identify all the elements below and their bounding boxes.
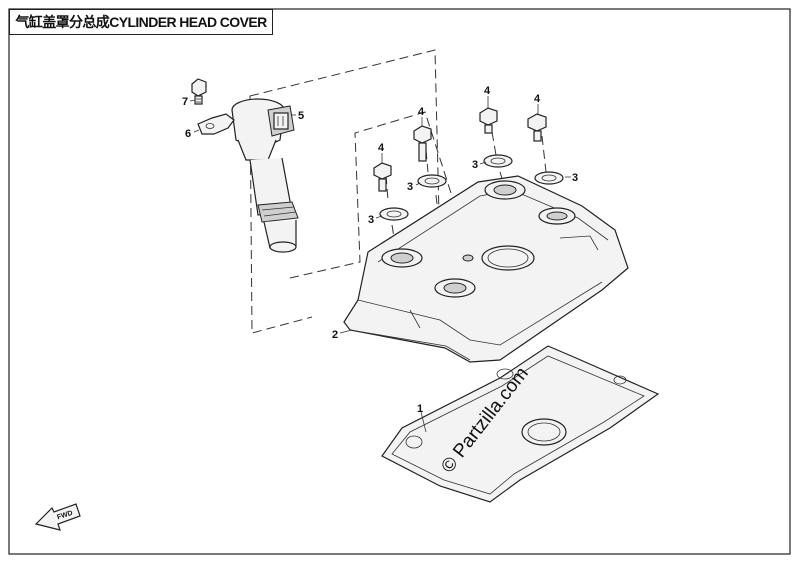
callout-labels: 1 2 3 3 3 3 4 4 4 4 5 6 7 xyxy=(182,85,578,415)
cover-gasket xyxy=(381,345,660,503)
callout-1: 1 xyxy=(417,403,423,415)
callout-3: 3 xyxy=(407,181,413,193)
drawing-frame xyxy=(8,8,791,555)
coil-bracket xyxy=(197,113,235,135)
callout-3: 3 xyxy=(368,214,374,226)
diagram-title: 气缸盖罩分总成CYLINDER HEAD COVER xyxy=(9,9,273,35)
cover-bolts xyxy=(373,107,547,192)
callout-3: 3 xyxy=(572,172,578,184)
callout-5: 5 xyxy=(298,110,304,122)
callout-7: 7 xyxy=(182,96,188,108)
fwd-arrow-icon: FWD xyxy=(34,503,81,531)
callout-6: 6 xyxy=(185,128,191,140)
callout-4: 4 xyxy=(484,85,491,97)
seal-washers xyxy=(379,154,564,221)
callout-4: 4 xyxy=(378,142,385,154)
ignition-coil xyxy=(231,98,299,253)
callout-leaders xyxy=(189,96,571,433)
callout-2: 2 xyxy=(332,329,338,341)
callout-4: 4 xyxy=(418,106,425,118)
cylinder-head-cover xyxy=(343,175,629,363)
callout-4: 4 xyxy=(534,93,541,105)
fwd-label: FWD xyxy=(56,510,73,522)
coil-bolt xyxy=(191,78,207,105)
callout-3: 3 xyxy=(472,159,478,171)
